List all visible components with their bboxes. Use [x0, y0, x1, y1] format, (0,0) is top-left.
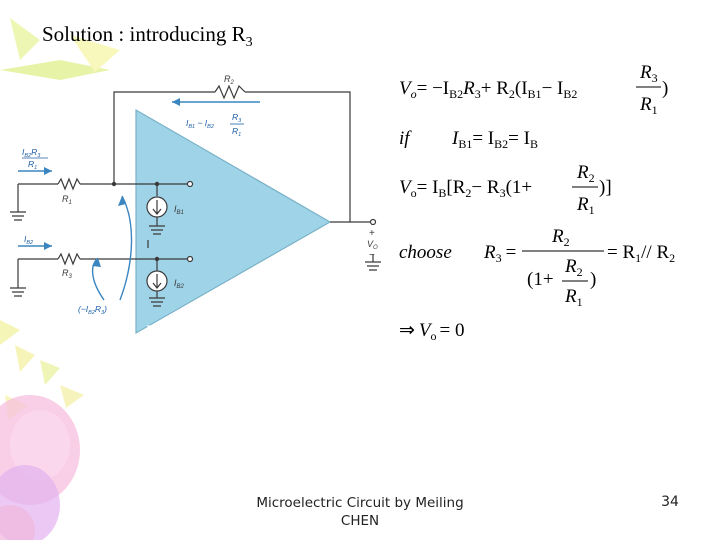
- svg-text:R1: R1: [576, 194, 595, 217]
- ground-symbol-ib1: [149, 217, 165, 235]
- svg-text:): ): [662, 78, 668, 99]
- neg-ib2r3-label: (−IB2R3): [78, 304, 107, 316]
- equation-choose-r3: choose R3= R2 (1+ R2 R1 ) = R1// R2: [399, 226, 675, 309]
- svg-text:)]: )]: [599, 177, 612, 198]
- voltage-curve-arrow-1: [119, 195, 133, 301]
- svg-text:R1: R1: [639, 94, 658, 117]
- svg-text:⇒Vo= 0: ⇒Vo= 0: [399, 320, 465, 343]
- svg-text:R3=: R3=: [483, 242, 516, 265]
- op-amp-triangle: [135, 108, 332, 335]
- r1-label: R1: [62, 194, 72, 206]
- svg-text:Vo= −IB2R3+ R2(IB1− IB2: Vo= −IB2R3+ R2(IB1− IB2: [399, 78, 577, 101]
- svg-text:if: if: [399, 128, 412, 149]
- svg-text:R1: R1: [564, 286, 583, 309]
- equation-if-condition: if IB1= IB2= IB: [399, 128, 538, 151]
- ground-symbol-ib2: [149, 291, 165, 307]
- page-number: 34: [661, 494, 679, 510]
- footer-caption: Microelectric Circuit by Meiling CHEN: [256, 495, 464, 529]
- svg-text:IB1= IB2= IB: IB1= IB2= IB: [451, 128, 538, 151]
- slide-title: Solution : introducing R3: [42, 22, 253, 51]
- feedback-fraction-label: R3: [232, 112, 242, 124]
- equation-vo-simplified: Vo= IB[R2− R3(1+ R2 R1 )]: [399, 162, 612, 217]
- bottom-left-balloon-decoration: [0, 395, 80, 540]
- ib2r3-label: IB2R3: [22, 147, 41, 159]
- voltage-curve-arrow-2: [91, 257, 105, 301]
- svg-text:choose: choose: [399, 242, 452, 263]
- feedback-wire: [113, 91, 351, 223]
- r1-resistor: [57, 177, 81, 191]
- svg-text:= R1// R2: = R1// R2: [607, 242, 675, 265]
- r2-label: R2: [224, 74, 235, 86]
- feedback-current-label: IB1 − IB2: [186, 118, 214, 130]
- svg-text:): ): [590, 269, 596, 290]
- r3-resistor: [57, 252, 81, 266]
- ib2-input-label: IB2: [24, 234, 33, 246]
- ground-symbol-output: [365, 254, 381, 271]
- output-minus-label: −: [369, 250, 375, 261]
- r3-label: R3: [62, 268, 73, 280]
- svg-text:R2: R2: [564, 256, 583, 279]
- svg-text:(1+: (1+: [527, 269, 554, 290]
- r1-denominator-label: R1: [28, 159, 37, 171]
- top-left-leaf-decoration: [0, 18, 120, 80]
- equation-vo-general: Vo= −IB2R3+ R2(IB1− IB2 R3 R1 ): [399, 62, 668, 117]
- ib1-label: IB1: [174, 204, 184, 216]
- output-plus-label: +: [369, 228, 375, 239]
- equation-vo-zero: ⇒Vo= 0: [399, 320, 465, 343]
- ground-symbol-1: [10, 184, 26, 221]
- svg-text:R2: R2: [551, 226, 570, 249]
- feedback-fraction-den: R1: [232, 126, 241, 138]
- svg-text:R3: R3: [639, 62, 658, 85]
- r2-resistor: [214, 84, 246, 100]
- output-terminal: [369, 218, 377, 226]
- svg-text:Vo= IB[R2− R3(1+: Vo= IB[R2− R3(1+: [399, 177, 532, 200]
- ground-symbol-2: [10, 259, 26, 297]
- vo-label: VO: [367, 239, 378, 251]
- ib2-label: IB2: [174, 278, 185, 290]
- svg-text:R2: R2: [576, 162, 595, 185]
